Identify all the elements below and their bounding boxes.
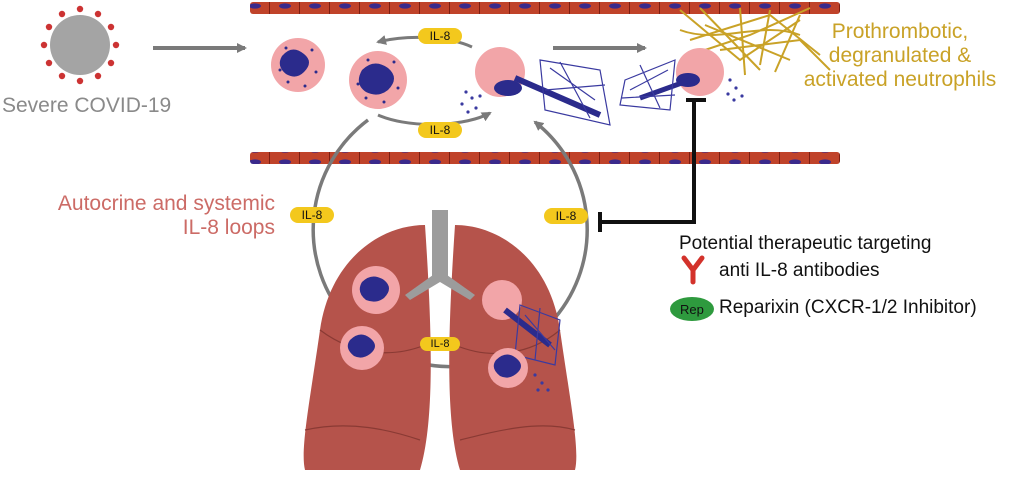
legend-title: Potential therapeutic targeting	[679, 233, 932, 254]
il8-top: IL-8	[418, 28, 462, 44]
vessel-wall-bottom	[250, 152, 840, 164]
neutrophil-cell	[340, 326, 384, 370]
activated-neutrophil	[619, 48, 744, 111]
netting-neutrophil	[482, 280, 561, 366]
il8-right: IL-8	[544, 208, 588, 224]
legend-antibody-label: anti IL-8 antibodies	[719, 260, 880, 281]
prothrombotic-label: Prothrombotic, degranulated & activated …	[780, 20, 1020, 92]
reparixin-badge-label: Rep	[680, 302, 704, 317]
antibody-icon	[681, 255, 705, 285]
il8-middle: IL-8	[418, 122, 462, 138]
neutrophil-cell	[352, 266, 400, 314]
loops-line1: Autocrine and systemic	[57, 192, 275, 215]
il8-lung: IL-8	[420, 337, 460, 351]
neutrophil-cell	[488, 348, 550, 392]
prothrombotic-line2: degranulated &	[828, 44, 972, 67]
neutrophil-extracellular-traps	[679, 7, 831, 76]
loops-line2: IL-8 loops	[182, 216, 275, 239]
prothrombotic-line3: activated neutrophils	[803, 68, 997, 91]
loops-label: Autocrine and systemic IL-8 loops	[30, 192, 275, 240]
reparixin-icon	[670, 297, 714, 321]
legend-reparixin-label: Reparixin (CXCR-1/2 Inhibitor)	[719, 297, 977, 318]
virus-icon	[40, 5, 120, 85]
neutrophil-cell	[349, 51, 407, 109]
il8-left: IL-8	[290, 207, 334, 223]
covid-label: Severe COVID-19	[2, 94, 172, 117]
neutrophil-cell	[271, 38, 325, 92]
prothrombotic-line1: Prothrombotic,	[831, 20, 969, 43]
vessel-wall-top	[250, 2, 840, 14]
inhibition-icon	[600, 100, 696, 224]
netting-neutrophil	[460, 47, 611, 126]
